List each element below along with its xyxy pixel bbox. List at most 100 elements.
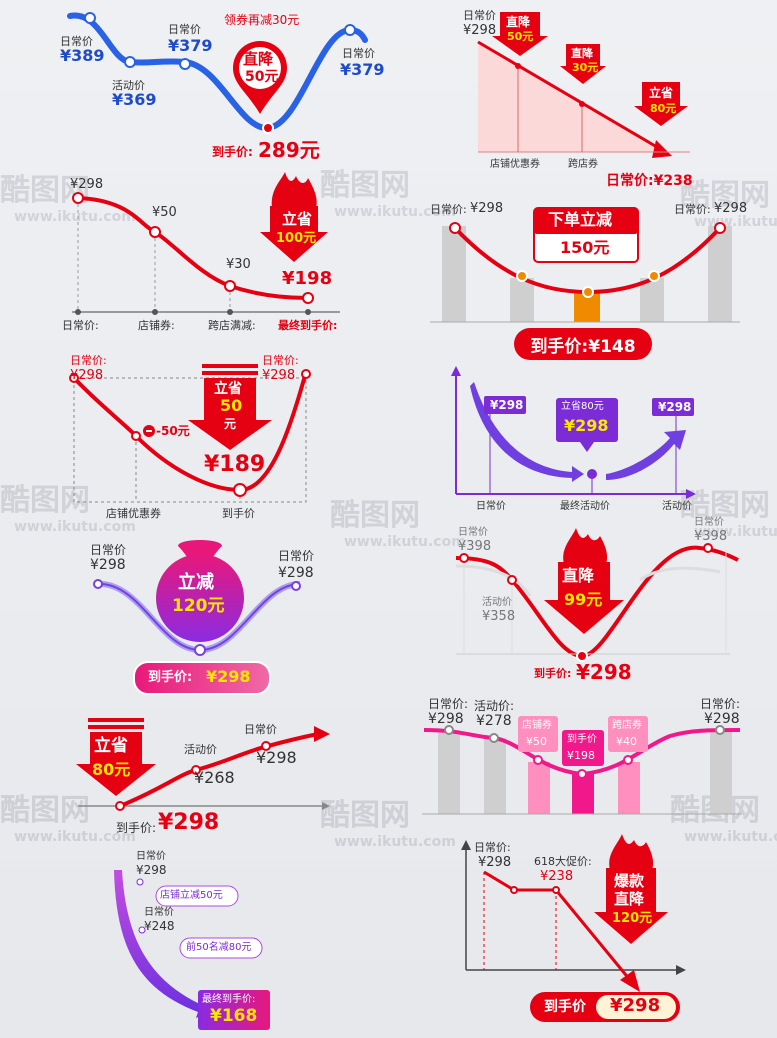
price-278: ¥278 (476, 713, 512, 729)
price-268: ¥268 (194, 768, 235, 787)
tag-first-50: 前50名减80元 (186, 942, 252, 953)
label-activity: 活动价 (482, 597, 512, 608)
final-price: ¥198 (282, 268, 333, 289)
save-label: 立省 (214, 381, 242, 397)
price-398: ¥398 (694, 529, 728, 544)
drop-label: 直降 (506, 15, 531, 29)
price-248: ¥248 (144, 919, 175, 933)
final-activity-price: ¥298 (564, 416, 609, 435)
price-298: ¥298 (428, 711, 464, 727)
tag-store-coupon-value: ¥50 (526, 735, 547, 748)
label-regular: 日常价 (278, 549, 315, 563)
save-unit: 元 (224, 417, 237, 431)
label-regular: 日常价: (674, 203, 711, 216)
final-price: ¥298 (206, 667, 251, 686)
label-regular: 日常价 (342, 47, 375, 60)
tag-final-value: ¥198 (567, 749, 595, 762)
drop-label: 直降 (243, 50, 274, 68)
axis-label: 活动价 (662, 501, 692, 512)
price-298: ¥298 (470, 201, 504, 216)
price-298: ¥298 (463, 23, 497, 38)
price-379: ¥379 (168, 36, 213, 55)
label-regular: 日常价 (463, 9, 496, 22)
price-398: ¥398 (458, 539, 492, 554)
label-regular: 日常价: (70, 354, 107, 367)
label-regular: 日常价: (262, 354, 299, 367)
axis-label: 跨店满减: (208, 319, 256, 332)
banner-value: 150元 (560, 238, 610, 257)
label-618: 618大促价: (534, 855, 592, 868)
label-regular: 日常价 (168, 23, 201, 36)
price-298: ¥298 (658, 400, 692, 414)
drop-value: 120元 (612, 911, 653, 926)
drop-label: 直降 (571, 47, 593, 60)
bag-value: 120元 (172, 596, 225, 616)
label-regular: 日常价 (458, 527, 488, 538)
final-label: 到手价 (544, 999, 586, 1015)
price-379: ¥379 (340, 60, 385, 79)
price-298: ¥298 (704, 711, 740, 727)
tag-final: 到手价 (567, 734, 597, 745)
save-label: 立省 (94, 736, 128, 756)
price-298: ¥298 (490, 398, 524, 412)
final-price-pill: 到手价:¥148 (514, 328, 652, 360)
drop-label: 直降 (562, 566, 595, 585)
axis-label: 日常价 (476, 501, 506, 512)
label-regular: 日常价 (90, 543, 127, 557)
price-298: ¥298 (256, 748, 297, 767)
label-activity: 活动价 (112, 79, 145, 92)
minus-50: -50元 (156, 424, 190, 438)
price-298: ¥298 (478, 855, 512, 870)
price-298: ¥298 (714, 201, 748, 216)
final-price: 289元 (258, 138, 320, 162)
axis-label: 店铺优惠券 (490, 159, 540, 170)
label-regular: 日常价: (430, 203, 467, 216)
banner-label: 下单立减 (548, 210, 613, 229)
bag-label: 立减 (178, 572, 214, 593)
tag-store-discount: 店铺立减50元 (160, 890, 223, 901)
final-label: 到手价: (534, 667, 572, 680)
price-238: ¥238 (540, 869, 574, 884)
final-price: ¥298 (158, 810, 220, 835)
drop-value: 50元 (245, 69, 279, 85)
axis-label: 店铺优惠券 (106, 507, 161, 520)
label-regular: 日常价 (694, 517, 724, 528)
save-label: 立省 (282, 210, 313, 228)
save-value: 80元 (92, 760, 131, 779)
price-50: ¥50 (152, 205, 177, 220)
price-298: ¥298 (70, 177, 104, 192)
price-389: ¥389 (60, 46, 105, 65)
label-regular: 日常价 (136, 851, 166, 862)
tag-cross-coupon-value: ¥40 (616, 735, 637, 748)
save-value: 80元 (650, 102, 677, 115)
label-regular: 日常价: (474, 841, 511, 854)
hot-label: 爆款 (614, 872, 645, 890)
price-358: ¥358 (482, 609, 516, 624)
final-price: ¥298 (610, 995, 661, 1016)
coupon-text: 领券再减30元 (224, 13, 300, 27)
save-value: 100元 (276, 231, 317, 246)
price-298: ¥298 (278, 565, 314, 581)
final-price: ¥168 (210, 1006, 258, 1026)
final-label: 到手价: (212, 145, 253, 159)
label-regular: 日常价 (144, 907, 174, 918)
save-value: 50 (220, 396, 243, 415)
axis-label: 到手价 (222, 507, 255, 520)
axis-label: 日常价: (62, 319, 99, 332)
drop-label: 直降 (614, 890, 645, 908)
save-label: 立省 (649, 86, 674, 100)
price-298: ¥298 (262, 368, 296, 383)
drop-value: 50元 (507, 30, 534, 43)
final-price: ¥189 (204, 452, 266, 477)
price-30: ¥30 (226, 257, 251, 272)
